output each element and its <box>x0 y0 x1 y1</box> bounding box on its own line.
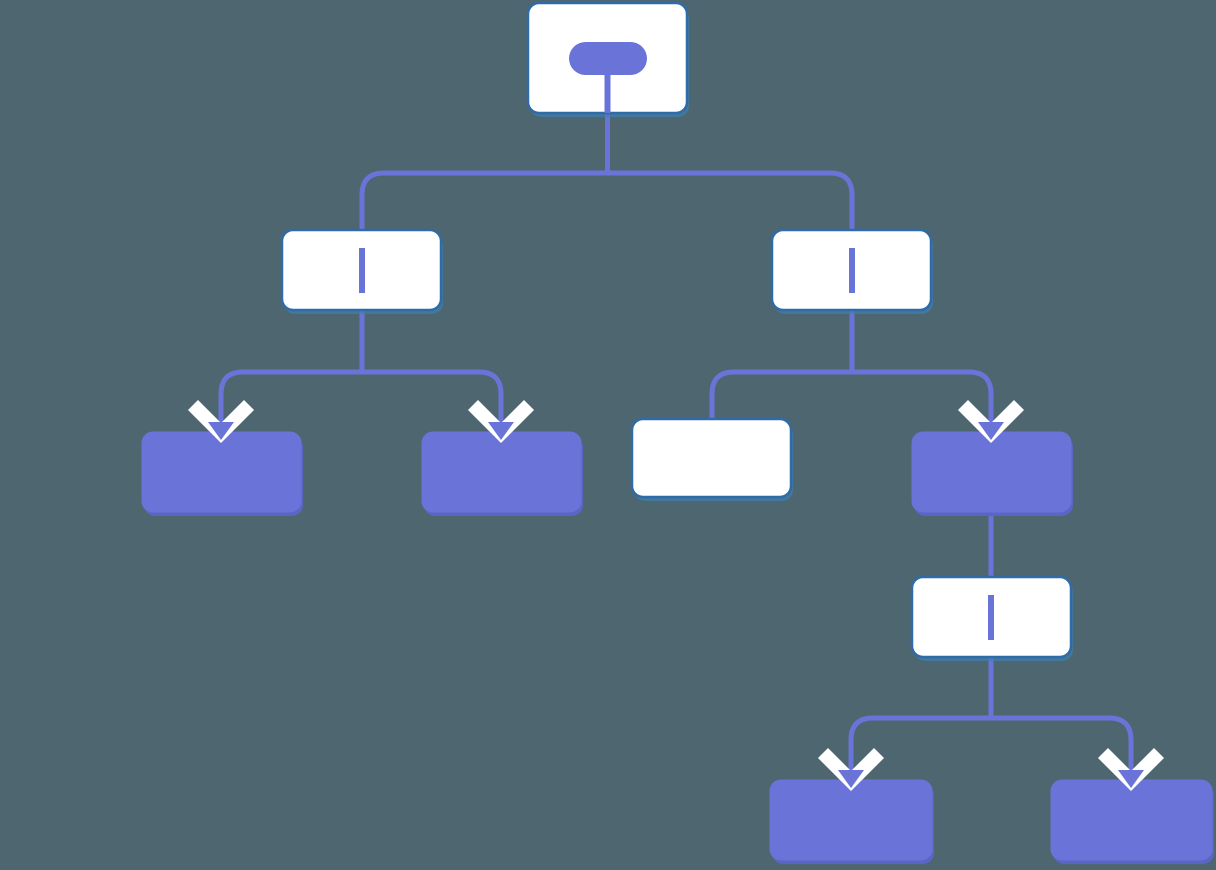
node-layer <box>141 1 1214 864</box>
node-level2-a[interactable] <box>141 431 303 516</box>
node-level4-a[interactable] <box>769 779 934 864</box>
level1-left-bar-marker <box>359 248 365 293</box>
edge-level3a-to-level4b <box>991 715 1134 784</box>
edge-level1left-to-level2a <box>218 369 362 436</box>
node-root[interactable] <box>526 1 689 117</box>
node-level1-left[interactable] <box>280 228 443 314</box>
node-level2-b[interactable] <box>421 431 583 516</box>
node-level2-c[interactable] <box>630 417 793 501</box>
level3-a-bar-marker <box>988 595 994 640</box>
node-level3-a[interactable] <box>910 575 1073 661</box>
edge-level3a-to-level4a <box>848 715 991 784</box>
node-level2-d[interactable] <box>911 431 1073 516</box>
level1-right-bar-marker <box>849 248 855 293</box>
edge-layer <box>218 113 1134 784</box>
edge-root-to-level1-left <box>359 170 608 230</box>
edge-level1right-to-level2c <box>709 369 852 421</box>
edge-root-to-level1-right <box>607 170 855 230</box>
root-pill-marker <box>569 42 647 113</box>
node-level4-b[interactable] <box>1050 779 1214 864</box>
edge-level1right-to-level2d <box>852 369 994 436</box>
node-level1-right[interactable] <box>770 228 933 314</box>
edge-level1left-to-level2b <box>362 369 504 436</box>
